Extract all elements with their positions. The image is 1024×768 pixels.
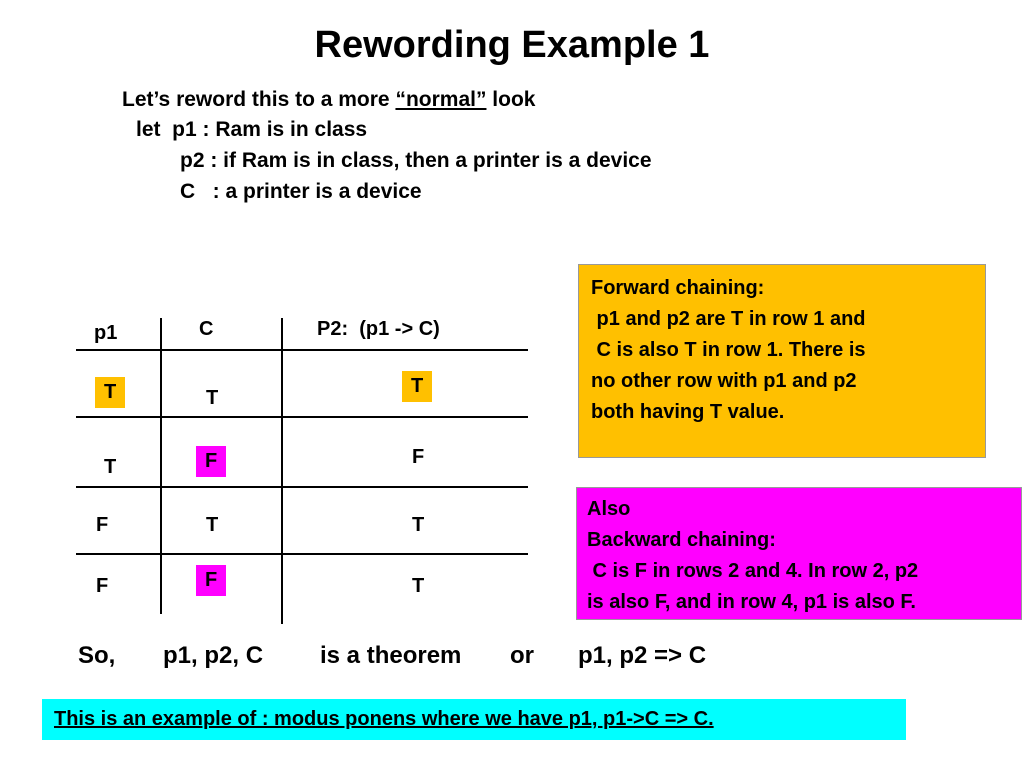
row4-p2: T — [412, 575, 425, 597]
header-p1: p1 — [94, 322, 118, 344]
table-rule-4 — [76, 553, 528, 555]
row3-p2: T — [412, 514, 425, 536]
intro-line-1-suffix: look — [486, 88, 536, 111]
forward-line-5: both having T value. — [591, 401, 785, 423]
backward-line-2: Backward chaining: — [587, 529, 776, 551]
row2-p1: T — [104, 456, 117, 478]
summary-is-theorem: is a theorem — [320, 642, 462, 669]
summary-or: or — [510, 642, 534, 669]
row3-p1: F — [96, 514, 109, 536]
row1-p1-highlighted: T — [95, 377, 126, 408]
header-c: C — [199, 318, 214, 340]
row2-c-highlighted: F — [196, 446, 227, 477]
row3-c: T — [206, 514, 219, 536]
backward-line-3: C is F in rows 2 and 4. In row 2, p2 — [587, 560, 919, 582]
intro-line-2: let p1 : Ram is in class — [136, 118, 368, 141]
intro-normal-word: “normal” — [395, 88, 487, 111]
backward-line-1: Also — [587, 498, 631, 520]
forward-line-2: p1 and p2 are T in row 1 and — [591, 308, 866, 330]
table-rule-3 — [76, 486, 528, 488]
summary-so: So, — [78, 642, 116, 669]
forward-chaining-box: Forward chaining: p1 and p2 are T in row… — [578, 264, 986, 458]
row4-p1: F — [96, 575, 109, 597]
row1-c: T — [206, 387, 219, 409]
slide-title: Rewording Example 1 — [314, 24, 710, 66]
intro-line-3: p2 : if Ram is in class, then a printer … — [180, 149, 652, 172]
modus-ponens-footer: This is an example of : modus ponens whe… — [42, 699, 906, 740]
intro-line-1: Let’s reword this to a more “normal” loo… — [122, 88, 535, 112]
row4-c-highlighted: F — [196, 565, 227, 596]
forward-line-4: no other row with p1 and p2 — [591, 370, 857, 392]
forward-line-1: Forward chaining: — [591, 277, 765, 299]
forward-line-3: C is also T in row 1. There is — [591, 339, 866, 361]
table-rule-2 — [76, 416, 528, 418]
summary-premises: p1, p2, C — [163, 642, 264, 669]
row2-p2: F — [412, 446, 425, 468]
summary-implication: p1, p2 => C — [578, 642, 707, 669]
table-divider-2 — [281, 318, 283, 624]
header-p2: P2: (p1 -> C) — [317, 318, 440, 340]
intro-line-4: C : a printer is a device — [180, 180, 422, 203]
backward-chaining-box: Also Backward chaining: C is F in rows 2… — [576, 487, 1022, 620]
table-rule-1 — [76, 349, 528, 351]
backward-line-4: is also F, and in row 4, p1 is also F. — [587, 591, 916, 613]
row1-p2-highlighted: T — [402, 371, 433, 402]
intro-line-1-prefix: Let’s reword this to a more — [122, 88, 396, 111]
table-divider-1 — [160, 318, 162, 614]
